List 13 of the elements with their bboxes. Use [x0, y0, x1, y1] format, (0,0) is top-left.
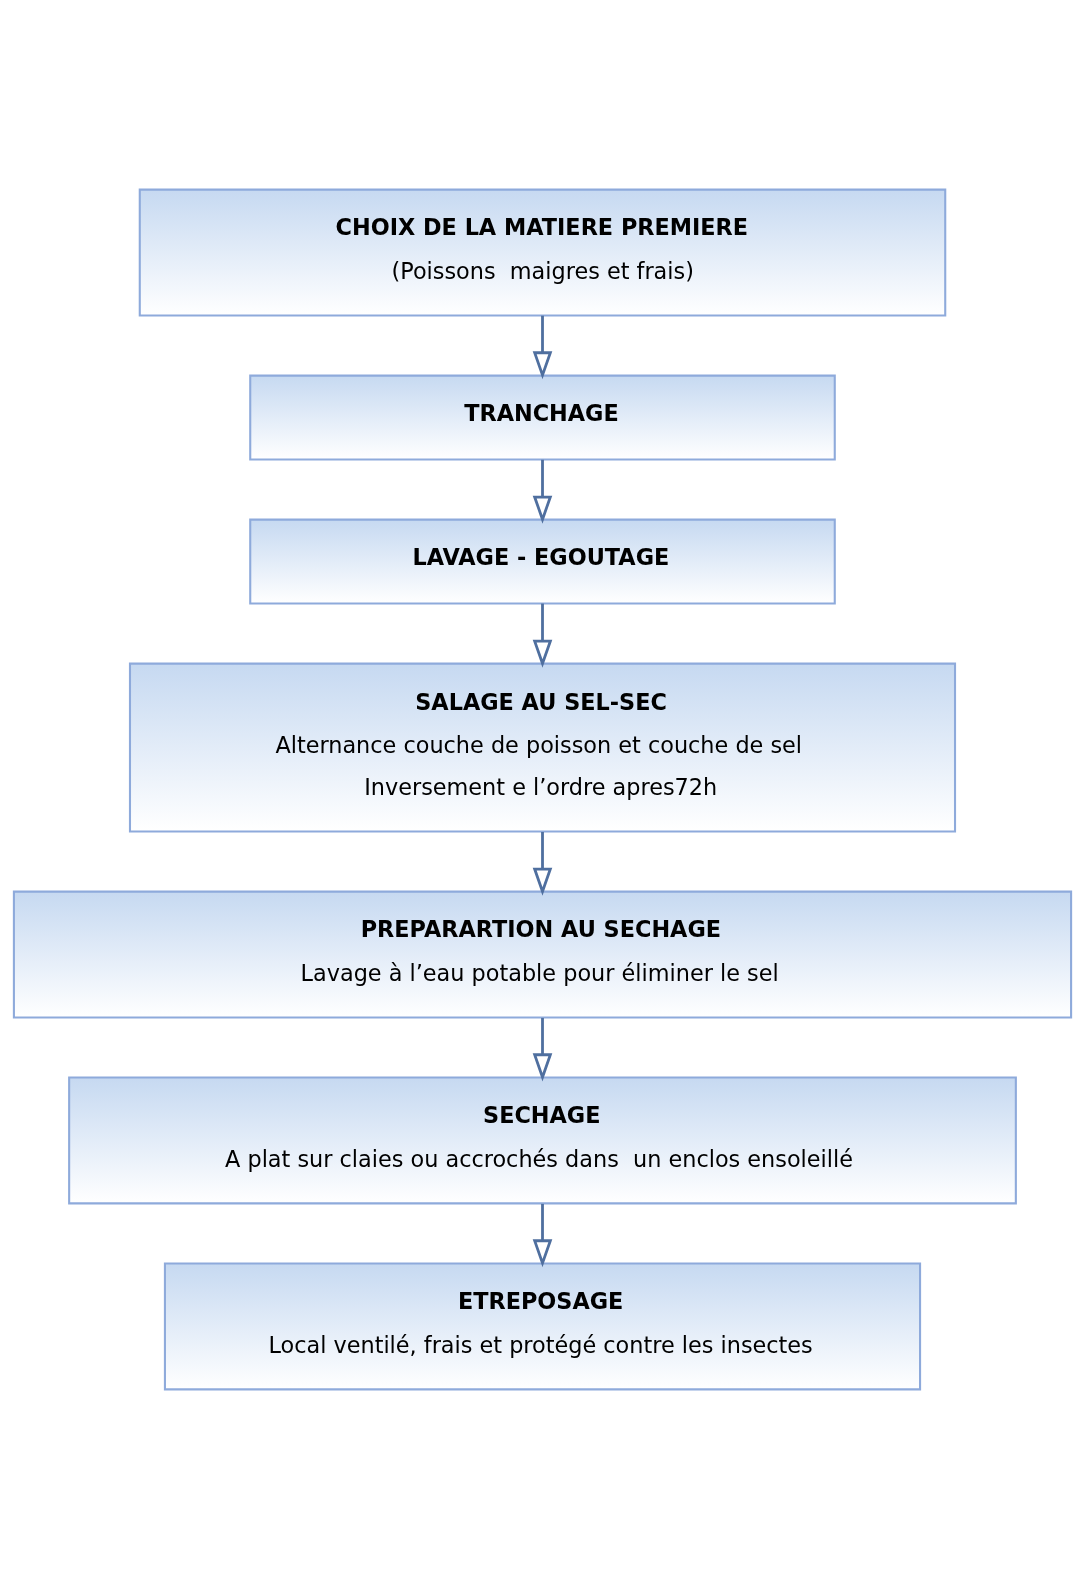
- arrow: [532, 603, 553, 668]
- arrow: [532, 831, 553, 896]
- arrow: [532, 315, 553, 379]
- node-box: LAVAGE - EGOUTAGE: [249, 518, 836, 605]
- node-box: TRANCHAGE: [249, 374, 836, 461]
- node-box: ETREPOSAGE Local ventilé, frais et protégé contre les insectes: [163, 1262, 922, 1390]
- arrow: [532, 1017, 553, 1081]
- node-box: SECHAGE A plat sur claies ou accrochés dans un enclos ensoleillé: [68, 1076, 1017, 1204]
- arrow: [532, 1203, 553, 1267]
- node-box: SALAGE AU SEL-SEC Alternance couche de poisson et couche de sel Inversement e l’ordre apres72h: [128, 662, 957, 832]
- node-box: CHOIX DE LA MATIERE PREMIERE (Poissons maigres et frais): [138, 188, 947, 316]
- arrow: [532, 459, 553, 524]
- node-box: PREPARARTION AU SECHAGE Lavage à l’eau potable pour éliminer le sel: [12, 890, 1073, 1018]
